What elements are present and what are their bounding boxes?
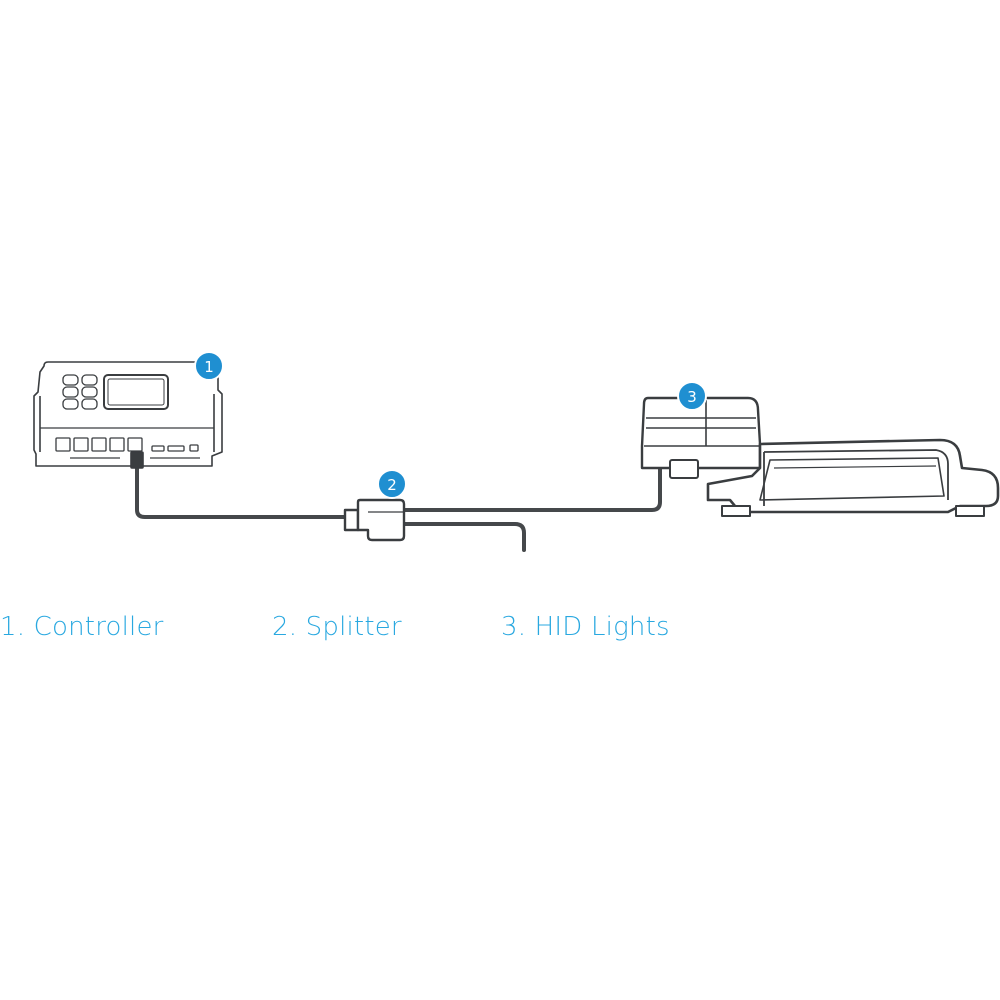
legend-hid-lights: 3. HID Lights <box>501 612 670 642</box>
splitter-left-plug <box>343 508 360 532</box>
key <box>81 386 98 398</box>
splitter-body <box>356 498 406 542</box>
ballast-connector <box>669 459 699 479</box>
rj-port <box>91 437 107 452</box>
legend-splitter: 2. Splitter <box>272 612 402 642</box>
key <box>62 386 79 398</box>
key <box>62 398 79 410</box>
badge-3: 3 <box>677 381 707 411</box>
ballast-body <box>640 396 762 470</box>
cable-splitter-spare <box>402 522 526 552</box>
reflector-lamp-opening <box>759 457 945 501</box>
badge-2: 2 <box>377 469 407 499</box>
controller-device <box>33 361 223 469</box>
controller-display <box>103 374 169 410</box>
badge-3-number: 3 <box>687 388 697 406</box>
rj-port <box>109 437 125 452</box>
hid-light-device <box>640 396 1000 517</box>
splitter-device <box>343 498 406 542</box>
badge-2-number: 2 <box>387 476 397 494</box>
reflector-foot <box>721 505 985 517</box>
controller-display-inner <box>107 378 165 406</box>
cable-controller-to-splitter <box>135 466 347 519</box>
controller-keypad <box>62 374 98 410</box>
badge-2-circle <box>377 469 407 499</box>
reflector-inner-line <box>773 465 937 469</box>
badge-1-circle <box>194 351 224 381</box>
rj-port <box>73 437 89 452</box>
badge-3-circle <box>677 381 707 411</box>
cable-splitter-to-light <box>402 464 662 512</box>
badge-1: 1 <box>194 351 224 381</box>
key <box>81 398 98 410</box>
usb-port <box>151 445 165 452</box>
key <box>81 374 98 386</box>
legend-controller: 1. Controller <box>0 612 164 642</box>
rj-port <box>55 437 71 452</box>
controller-plug <box>130 451 144 469</box>
usb-port <box>167 445 185 452</box>
power-port <box>189 444 199 452</box>
badge-1-number: 1 <box>204 358 214 376</box>
ballast-top-panel <box>646 400 756 446</box>
controller-side-panel <box>39 394 215 452</box>
cable-group <box>135 464 662 552</box>
controller-ports <box>55 437 199 452</box>
rj-port <box>127 437 143 452</box>
reflector-rim <box>763 449 949 506</box>
key <box>62 374 79 386</box>
